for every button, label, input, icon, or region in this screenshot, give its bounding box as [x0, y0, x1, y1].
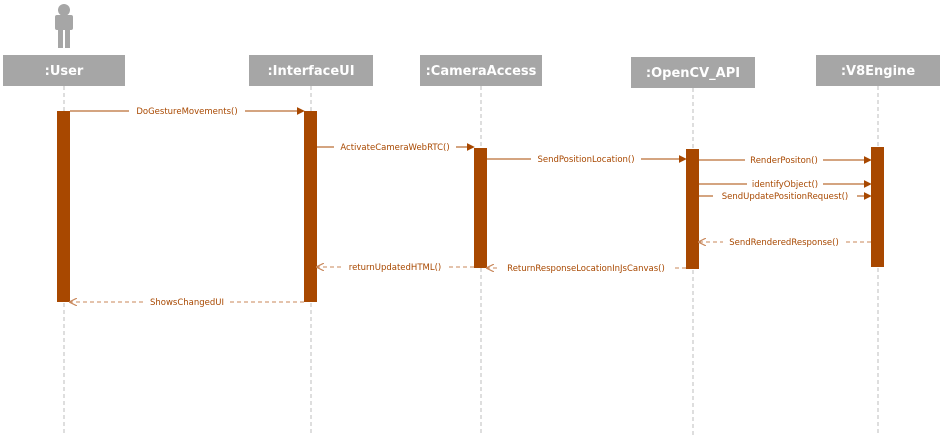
participant-v8engine: :V8Engine	[816, 55, 940, 86]
activation-bar-opencv-api	[686, 149, 699, 269]
participant-interfaceui: :InterfaceUI	[249, 55, 373, 86]
message-send-position-location: SendPositionLocation()	[487, 152, 687, 165]
message-label: returnUpdatedHTML()	[349, 263, 441, 273]
message-label: identifyObject()	[752, 180, 818, 190]
participant-cameraaccess: :CameraAccess	[420, 55, 542, 86]
participant-opencv-api: :OpenCV_API	[631, 57, 755, 88]
message-send-update-position-request: SendUpdatePositionRequest()	[699, 189, 872, 202]
message-return-response-location: ReturnResponseLocationInJsCanvas()	[487, 261, 686, 274]
message-label: ActivateCameraWebRTC()	[340, 143, 449, 153]
activation-bar-interfaceui	[304, 111, 317, 302]
message-send-rendered-response: SendRenderedResponse()	[699, 235, 871, 248]
participant-user: :User	[3, 55, 125, 86]
activation-bar-v8engine	[871, 147, 884, 267]
message-shows-changed-ui: ShowsChangedUI	[70, 295, 304, 308]
message-render-positon: RenderPositon()	[699, 153, 872, 166]
message-label: ReturnResponseLocationInJsCanvas()	[507, 264, 665, 274]
message-label: DoGestureMovements()	[136, 107, 237, 117]
message-label: RenderPositon()	[750, 156, 818, 166]
message-label: SendUpdatePositionRequest()	[722, 192, 848, 202]
activation-bar-user	[57, 111, 70, 302]
message-do-gesture-movements: DoGestureMovements()	[70, 104, 305, 117]
message-label: SendPositionLocation()	[537, 155, 634, 165]
message-label: ShowsChangedUI	[150, 298, 224, 308]
participant-label: :CameraAccess	[426, 64, 537, 79]
participant-label: :V8Engine	[841, 64, 915, 79]
activation-bar-cameraaccess	[474, 148, 487, 268]
participant-label: :InterfaceUI	[267, 64, 354, 79]
participant-label: :User	[45, 64, 84, 79]
message-identify-object: identifyObject()	[699, 177, 872, 190]
message-activate-camera-webrtc: ActivateCameraWebRTC()	[317, 140, 475, 153]
participant-label: :OpenCV_API	[646, 66, 740, 81]
message-return-updated-html: returnUpdatedHTML()	[317, 260, 474, 273]
user-actor-icon	[55, 4, 73, 48]
message-label: SendRenderedResponse()	[729, 238, 839, 248]
